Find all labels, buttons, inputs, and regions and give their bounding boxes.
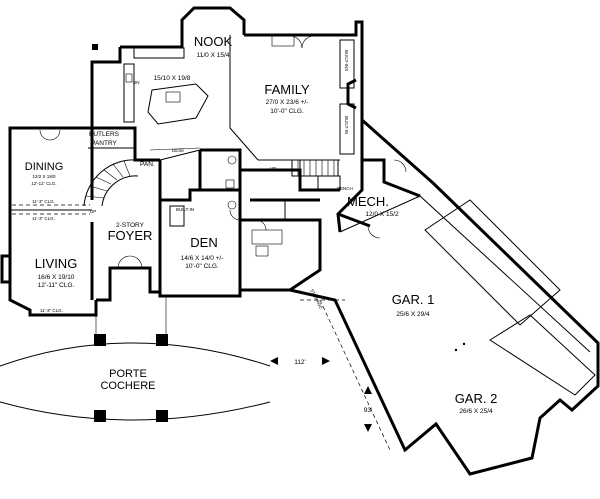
kitchen-dims: 15/10 X 19/8 [154,75,191,82]
clg-living-bottom: 11'-3" CLG. [40,308,63,313]
family-label: FAMILY [264,82,310,97]
den-bath-fixtures [169,155,283,257]
garage1-label: GAR. 1 [392,292,435,307]
garage-details [300,199,596,451]
bench-label: BENCH [337,186,353,191]
up-label-family: UP [270,166,276,171]
interior-walls [10,35,421,300]
living-label: LIVING [35,256,78,271]
exterior-walls [0,6,600,476]
family-dims: 27/0 X 23/6 +/- [266,99,309,106]
butlers-line2: PANTRY [91,140,117,147]
built-in-label-2: BUILT-IN [176,207,194,212]
family-stair [291,159,341,191]
garage1-dims: 25/6 X 29/4 [396,311,430,318]
mech-dims: 12/0 X 15/2 [365,211,399,218]
built-ins-label: BUILT-INS [344,50,349,71]
living-dims: 16/6 X 19/10 [38,274,75,281]
garage2-label: GAR. 2 [455,391,498,406]
desk-label: DESK [172,148,184,153]
curved-stair [83,159,139,207]
dining-label: DINING [25,161,64,173]
overall-width-arrow [270,357,330,365]
family-ceiling: 10'-0" CLG. [270,108,304,115]
family-fixtures [271,35,357,155]
dining-dims: 12/2 X 18/0 [32,174,56,179]
den-ceiling: 10'-0" CLG. [185,263,219,270]
doors [39,35,407,269]
nook-label: NOOK [194,34,233,49]
mech-label: MECH. [347,194,389,209]
dining-ceiling: 12'-11" CLG. [31,181,56,186]
living-ceiling: 12'-11" CLG. [38,282,75,289]
foyer-line1: 2-STORY [116,222,145,229]
foyer-label: FOYER [108,228,153,243]
den-label: DEN [190,235,217,250]
up-label-foyer: UP [90,209,96,214]
pan-label: PAN. [140,161,155,168]
pier [92,44,98,50]
dn-label: DN [133,80,140,85]
den-dims: 14/6 X 14/0 +/- [181,255,224,262]
porte-cochere [0,296,271,422]
storage-label: STORAGE [309,288,324,310]
porte-line1: PORTE [109,368,147,380]
built-in-label-1: BUILT-IN [344,116,349,134]
overall-depth-arrow [364,386,372,432]
nook-dims: 11/0 X 15/4 [197,52,230,59]
overall-depth: 93' [364,407,372,414]
butlers-line1: BUTLERS [89,131,120,138]
clg-dining-top: 11'-3" CLG. [32,199,55,204]
garage2-dims: 26/6 X 25/4 [459,408,493,415]
clg-dining-bottom: 11'-3" CLG. [32,216,55,221]
overall-width: 112' [294,359,306,366]
porte-line2: COCHERE [100,380,155,392]
kitchen-fixtures [123,47,209,151]
